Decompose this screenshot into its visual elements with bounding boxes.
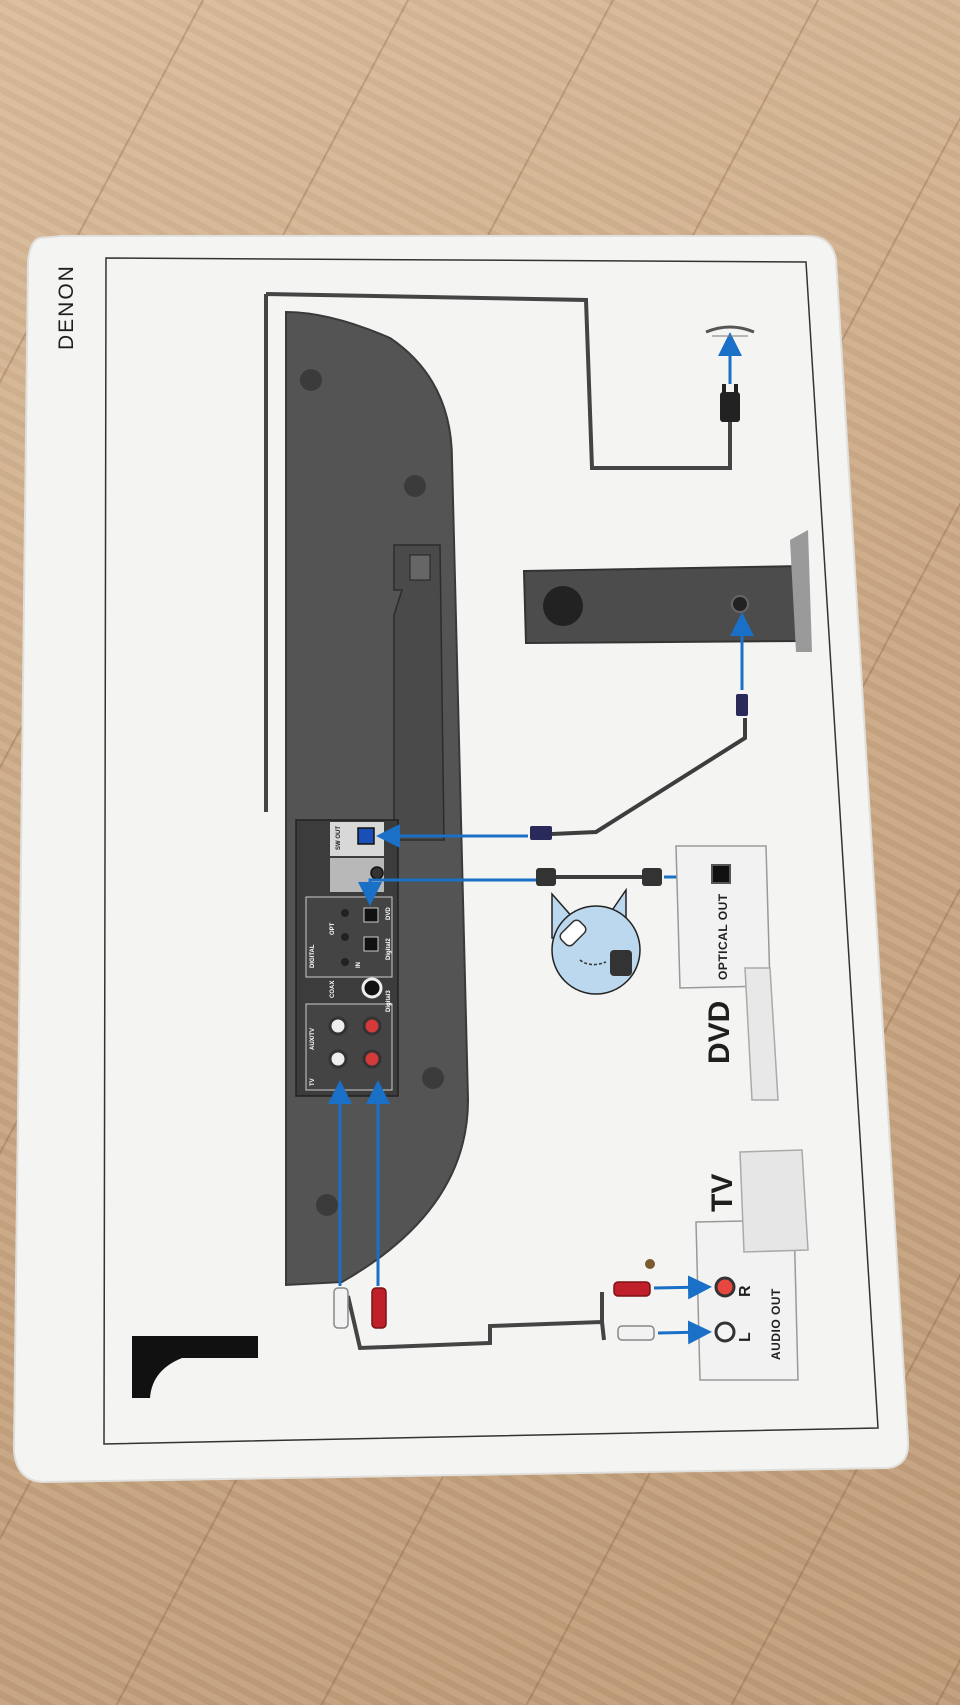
aux-tv-label: AUX/TV <box>310 1027 316 1050</box>
sw-out-section <box>330 822 384 856</box>
tv-l-arrow <box>657 1320 712 1345</box>
sw-out-label: SW OUT <box>336 826 342 850</box>
subwoofer-input-jack <box>731 595 749 613</box>
digital2-label: Digital2 <box>386 938 392 960</box>
rca-jack-white <box>328 1016 348 1036</box>
dvd-in-label: DVD <box>386 907 392 920</box>
rca-plug-bar-red <box>371 1287 387 1329</box>
tv-r-arrow <box>653 1275 712 1300</box>
rca-jack-white <box>328 1049 348 1069</box>
opt-jack-1 <box>363 907 379 923</box>
opt-jack-2 <box>363 936 379 952</box>
cap-icon <box>559 919 587 947</box>
rca-plug-tv-red <box>613 1281 651 1297</box>
dvd-label: DVD <box>703 1000 736 1064</box>
sheet-border <box>103 257 879 1445</box>
channel-r-label: R <box>737 1285 754 1297</box>
optical-out-label: OPTICAL OUT <box>716 893 730 980</box>
optical-plug-bar <box>536 868 556 886</box>
soundbar-foot <box>404 475 426 497</box>
tv-audio-out-l-jack <box>714 1321 736 1343</box>
control-jack <box>370 866 384 880</box>
subwoofer-port <box>543 586 583 626</box>
sw-cable-plug-sub <box>736 694 748 716</box>
tv-label: TV <box>706 1173 739 1212</box>
coax-jack <box>361 977 383 999</box>
rca-plug-tv-white <box>617 1325 655 1341</box>
dvd-box <box>744 967 779 1101</box>
power-recess <box>393 544 445 841</box>
soundbar-foot <box>300 369 322 391</box>
sw-out-jack <box>357 827 375 845</box>
subwoofer-cable <box>551 718 747 836</box>
audio-out-label: AUDIO OUT <box>769 1288 783 1360</box>
digital-label: DIGITAL <box>310 944 316 968</box>
tv-in-label: TV <box>310 1078 316 1086</box>
tv-audio-out-r-jack <box>714 1276 736 1298</box>
optical-tip-icon <box>610 950 632 976</box>
wall-socket-icon <box>705 325 755 334</box>
sw-cable-plug-bar <box>530 826 552 840</box>
power-cable <box>264 292 732 812</box>
rca-jack-red <box>362 1016 382 1036</box>
brand-logo-text: DENON <box>55 264 78 350</box>
soundbar-foot <box>316 1194 338 1216</box>
analog-section <box>305 1003 393 1091</box>
tv-screen <box>739 1149 809 1253</box>
digital3-label: Digital3 <box>386 990 392 1012</box>
rca-jack-red <box>362 1049 382 1069</box>
rca-plug-bar-white <box>333 1287 349 1329</box>
rca-cable <box>346 1292 606 1351</box>
opt-label: OPT <box>330 922 336 935</box>
optical-plug-dvd <box>642 868 662 886</box>
step-number-shape <box>132 1336 258 1398</box>
coax-label: COAX <box>330 980 336 998</box>
power-inlet-icon <box>409 554 431 581</box>
subwoofer-stand <box>790 530 812 652</box>
power-plug-icon <box>720 384 740 422</box>
in-label: IN <box>356 962 362 968</box>
paper-mark <box>645 1259 655 1269</box>
optical-arrow-bar <box>358 878 536 906</box>
dvd-optical-out-jack <box>711 864 731 884</box>
soundbar-foot <box>422 1067 444 1089</box>
channel-l-label: L <box>737 1332 754 1342</box>
